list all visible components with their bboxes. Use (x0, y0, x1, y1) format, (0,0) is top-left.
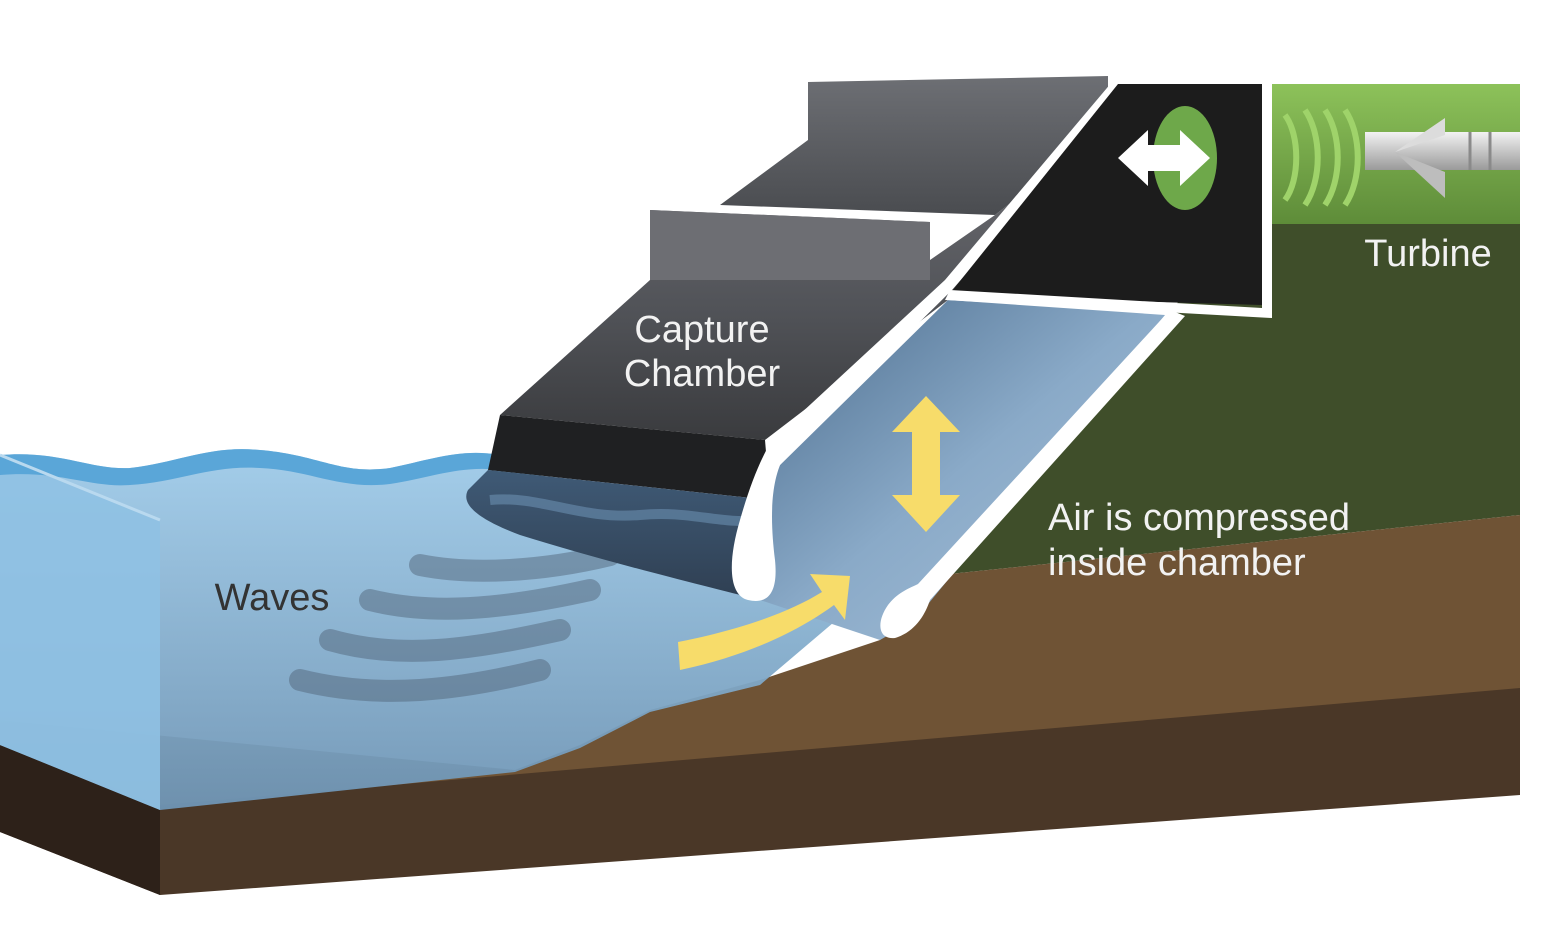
turbine-label: Turbine (1364, 233, 1491, 275)
turbine-shaft (1365, 132, 1520, 170)
waves-label: Waves (215, 577, 330, 619)
curved-flow-arrow-icon (678, 574, 850, 670)
chamber-roof-back (720, 76, 1108, 215)
water-left-face (0, 455, 160, 810)
seabed-top (0, 515, 1520, 825)
seabed (0, 515, 1520, 895)
lip-reflection (489, 494, 761, 527)
chamber-back-wall (880, 310, 1185, 639)
housing-white-border (945, 80, 1272, 318)
capture-chamber (466, 76, 1108, 600)
turbine-icon (1153, 106, 1520, 210)
capture-chamber-label-line1: Capture (634, 309, 769, 351)
chamber-roof-front (500, 128, 1108, 440)
air-compressed-label-line1: Air is compressed (1048, 497, 1350, 539)
water-surface-wave (0, 449, 500, 486)
turbine-blade-lower (1395, 152, 1445, 198)
double-headed-horizontal-arrow-icon (1118, 130, 1210, 186)
capture-chamber-label-line2: Chamber (624, 353, 781, 395)
chamber-front-top-step (650, 210, 930, 280)
air-chamber-interior (760, 300, 1165, 640)
double-headed-vertical-arrow-icon (892, 396, 960, 532)
chamber-dark-band (488, 415, 770, 500)
water-surface-front-edge (0, 453, 161, 522)
underwater-ripples (289, 544, 621, 702)
turbine-blade-upper (1395, 118, 1445, 152)
turbine-coils (1282, 108, 1361, 207)
seabed-left-face (0, 745, 160, 895)
air-compressed-label-line2: inside chamber (1048, 542, 1306, 584)
seabed-front-face (0, 688, 1520, 895)
land-green-face (940, 210, 1520, 575)
